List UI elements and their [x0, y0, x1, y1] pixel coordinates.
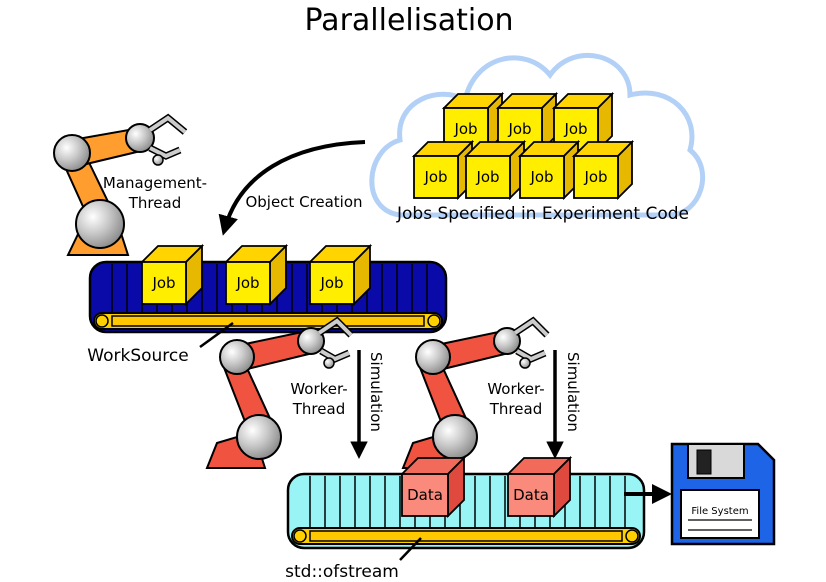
- cloud-job-box-bottom-4-label: Job: [583, 168, 607, 186]
- worksource-job-box-2-label: Job: [235, 274, 259, 292]
- worksource-job-boxes: Job Job Job: [139, 243, 373, 307]
- ofstream-data-boxes: Data Data: [399, 455, 573, 519]
- simulation-label-1: Simulation: [367, 352, 385, 432]
- management-thread-label-line2: Thread: [128, 194, 181, 212]
- cloud-job-box-bottom-1: Job: [411, 139, 475, 201]
- cloud-job-box-top-2-label: Job: [507, 120, 531, 138]
- jobs-specified-label: Jobs Specified in Experiment Code: [396, 204, 689, 224]
- cloud-job-box-bottom-1-label: Job: [423, 168, 447, 186]
- worker-thread-2-label-line2: Thread: [489, 400, 542, 418]
- robot-part: [320, 349, 350, 362]
- simulation-label-2: Simulation: [564, 352, 582, 432]
- cloud-job-box-top-1-label: Job: [453, 120, 477, 138]
- ofstream-conveyor: [286, 472, 646, 550]
- cloud-job-box-bottom-4: Job: [571, 139, 635, 201]
- management-thread-label-line1: Management-: [103, 174, 207, 192]
- ofstream-pointer-line: [399, 537, 422, 561]
- cloud-job-box-top-3-label: Job: [563, 120, 587, 138]
- ofstream-data-box-2: Data: [505, 455, 573, 519]
- worker-thread-2-label-line1: Worker-: [487, 380, 544, 398]
- robot-part: [516, 349, 546, 362]
- object-creation-arrow: [218, 140, 366, 236]
- worksource-label: WorkSource: [87, 346, 188, 366]
- ofstream-data-box-1-label: Data: [407, 486, 443, 504]
- robot-part: [519, 357, 531, 369]
- cloud-job-box-bottom-3-label: Job: [529, 168, 553, 186]
- worksource-pointer-line: [199, 321, 234, 349]
- robot-part: [432, 414, 478, 460]
- ofstream-data-box-2-label: Data: [513, 486, 549, 504]
- robot-part: [493, 327, 521, 355]
- worksource-job-box-3: Job: [307, 243, 373, 307]
- worksource-job-box-3-label: Job: [319, 274, 343, 292]
- robot-part: [236, 414, 282, 460]
- robot-part: [219, 339, 255, 375]
- robot-part: [297, 327, 325, 355]
- robot-part: [317, 318, 353, 337]
- robot-part: [513, 318, 549, 337]
- worker-thread-1-label-line1: Worker-: [290, 380, 347, 398]
- management-thread-robot: [53, 113, 188, 256]
- cloud-job-box-bottom-2-label: Job: [475, 168, 499, 186]
- worksource-job-box-1: Job: [139, 243, 205, 307]
- floppy-disk-icon: [670, 442, 776, 546]
- ofstream-label: std::ofstream: [285, 562, 399, 582]
- worker-thread-1-label-line2: Thread: [292, 400, 345, 418]
- ofstream-data-box-1: Data: [399, 455, 467, 519]
- object-creation-label: Object Creation: [245, 193, 362, 211]
- worksource-job-box-2: Job: [223, 243, 289, 307]
- file-system-label: File System: [691, 506, 748, 517]
- cloud-job-box-bottom-3: Job: [517, 139, 581, 201]
- diagram-title: Parallelisation: [304, 3, 513, 38]
- worker-thread-robot-1: [205, 316, 354, 469]
- worksource-job-box-1-label: Job: [151, 274, 175, 292]
- cloud-job-box-bottom-2: Job: [463, 139, 527, 201]
- robot-part: [323, 357, 335, 369]
- robot-part: [415, 339, 451, 375]
